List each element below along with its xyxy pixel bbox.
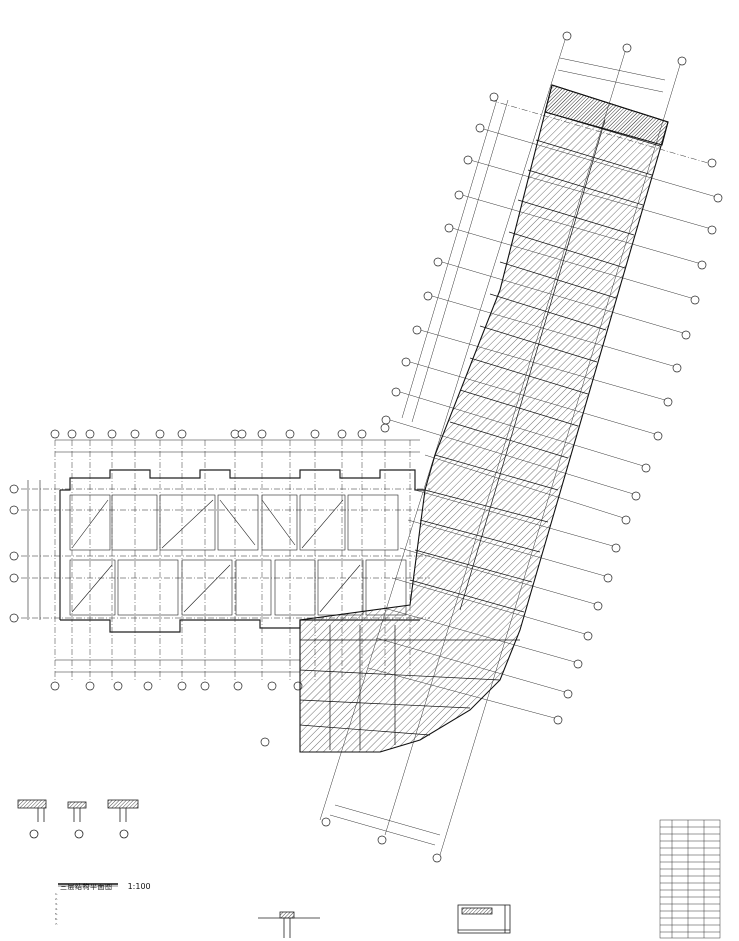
grid-bubbles-axis: [260, 31, 687, 863]
note-line: 4.: [55, 907, 58, 911]
grid-bubbles-angled-right: [553, 158, 723, 725]
note-line: 2.: [55, 897, 58, 901]
drawing-notes: 1. 2. 3. 4. 5. 6. 7.: [55, 892, 175, 927]
drawing-title: 三层结构平面图: [60, 883, 113, 891]
note-line: 6.: [55, 917, 58, 921]
grid-bubbles-top: [50, 423, 390, 439]
section-details: [17, 799, 139, 839]
grid-bubbles-left: [9, 484, 19, 623]
grid-bubbles-angled-left: [381, 92, 499, 425]
slab-detail: [457, 904, 511, 934]
note-line: 5.: [55, 912, 58, 916]
angled-wing-slab: [299, 84, 669, 753]
grid-bubbles-bottom: [50, 681, 303, 691]
slab-panel-lines: [299, 111, 661, 750]
note-line: 3.: [55, 902, 58, 906]
drawing-scale: 1:100: [127, 882, 151, 891]
drawing-title-block: 三层结构平面图 1:100: [60, 874, 151, 893]
beam-detail: [258, 911, 320, 938]
note-line: 1.: [55, 892, 58, 896]
note-line: 7.: [55, 922, 58, 926]
title-underline: [58, 883, 118, 887]
schedule-table: [659, 819, 721, 939]
